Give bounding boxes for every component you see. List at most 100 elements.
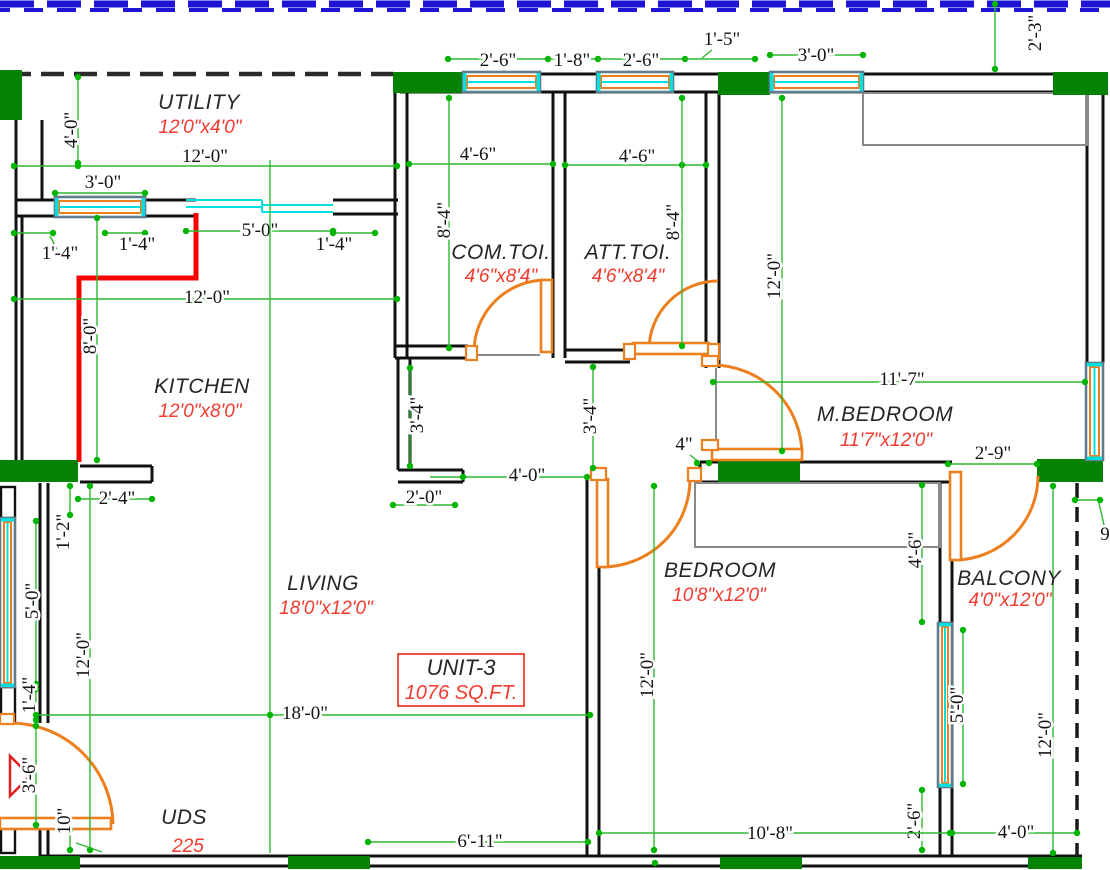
room-size: 12'0"x4'0" xyxy=(158,117,242,138)
dimension-text: 8'-4" xyxy=(663,204,684,241)
dimension: 12'-0" xyxy=(1033,482,1059,857)
dimension: 2'-0" xyxy=(389,485,459,511)
dimension: 8'-0" xyxy=(78,214,104,464)
room-name: KITCHEN xyxy=(154,375,250,398)
dimension: 12'-0" xyxy=(762,94,788,455)
dimension: 6'-11" xyxy=(364,829,592,855)
dimension: 1'-4" xyxy=(101,229,158,258)
com-toilet-door xyxy=(472,278,554,354)
dimension-text: 2'-4" xyxy=(99,488,136,509)
main-entrance-door xyxy=(0,721,115,831)
room-name: COM.TOI. xyxy=(451,241,550,264)
wardrobes xyxy=(694,92,1088,548)
column-blocks xyxy=(0,70,1108,869)
dimension-text: 4'-6" xyxy=(619,146,656,167)
dimension-text: 2'-0" xyxy=(406,487,443,508)
room-size: 225 xyxy=(171,836,204,857)
bedroom-balcony-window xyxy=(936,621,954,789)
dimension-text: 18'-0" xyxy=(282,703,328,724)
dimension-text: 1'-5" xyxy=(704,29,741,50)
door-jamb xyxy=(622,342,637,361)
room-size: 12'0"x8'0" xyxy=(158,401,242,422)
dimension: 1'-4" xyxy=(10,229,81,267)
dimension: 8'-4" xyxy=(661,94,687,350)
room-size: 18'0"x12'0" xyxy=(279,598,374,619)
dimension-text: 1'-2" xyxy=(53,514,74,551)
dimension: 1'-4" xyxy=(313,229,379,258)
dimension-text: 4'-0" xyxy=(998,822,1035,843)
unit-area: 1076 SQ.FT. xyxy=(405,682,518,704)
dimension: 5'-0" xyxy=(20,517,46,688)
unit-label-box: UNIT-3 1076 SQ.FT. xyxy=(397,653,525,707)
mbedroom-top-window xyxy=(768,70,865,94)
room-name: UTILITY xyxy=(158,91,241,114)
wall-column-block xyxy=(1037,459,1103,482)
room-size: 4'0"x12'0" xyxy=(968,590,1052,611)
bedroom-wardrobe xyxy=(694,482,941,548)
dimension: 1'-4" xyxy=(17,674,43,724)
room-name: UDS xyxy=(161,806,207,829)
wall-column-block xyxy=(1028,857,1082,869)
dimension-text: 5'-0" xyxy=(947,687,968,724)
door-jamb xyxy=(464,344,479,362)
room-label-utility: UTILITY 12'0"x4'0" xyxy=(158,91,243,138)
wall-column-block xyxy=(393,72,462,93)
dimension: 1'-2" xyxy=(51,482,77,553)
room-name: ATT.TOI. xyxy=(583,241,671,264)
dimension-text: 3'-4" xyxy=(580,398,601,435)
kitchen-window xyxy=(53,195,147,219)
dimension-text: 4'-0" xyxy=(61,112,82,149)
dimension: 12'-0" xyxy=(635,482,661,854)
dimension-text: 2'-6" xyxy=(480,50,517,71)
dimension-text: 1'-8" xyxy=(554,50,591,71)
dimension: 2'-3" xyxy=(991,0,1049,73)
dimension: 4'-0" xyxy=(948,820,1081,846)
room-name: BEDROOM xyxy=(664,559,776,582)
dimension-text: 2'-3" xyxy=(1025,15,1046,52)
utility-cyan-counter xyxy=(186,199,333,213)
door-jamb xyxy=(686,466,703,483)
dimension-text: 12'-0" xyxy=(182,146,228,167)
dimension-text: 11'-7" xyxy=(879,369,924,390)
dimension: 12'-0" xyxy=(10,285,401,311)
room-label-att_toilet: ATT.TOI.4'6"x8'4" xyxy=(583,241,671,287)
door-jamb xyxy=(700,438,720,452)
wall-column-block xyxy=(0,856,80,869)
dimension: 3'-0" xyxy=(51,170,149,197)
dimension-text: 1'-4" xyxy=(19,677,40,714)
entry-direction-arrow xyxy=(8,752,32,800)
wall-column-block xyxy=(0,460,78,482)
room-name: M.BEDROOM xyxy=(817,403,953,426)
dimension: 1'-8" xyxy=(548,48,602,74)
dimension: 3'-4" xyxy=(578,363,604,472)
dimension-text: 1'-4" xyxy=(42,243,79,264)
dimension-text: 4" xyxy=(675,434,692,455)
dimension-text: 3'-0" xyxy=(798,45,835,66)
dimension: 10" xyxy=(52,805,103,854)
dimension: 11'-7" xyxy=(709,367,1089,393)
left-skin-upper xyxy=(0,485,17,520)
room-label-com_toilet: COM.TOI.4'6"x8'4" xyxy=(451,241,550,287)
dimension-text: 1'-4" xyxy=(119,234,156,255)
unit-box-border xyxy=(397,653,525,707)
dimension: 9 xyxy=(1071,496,1110,548)
dimension: 4'-6" xyxy=(903,481,929,626)
dimension: 2'-9" xyxy=(944,441,1041,468)
dimension xyxy=(266,160,274,853)
windows xyxy=(0,70,1105,789)
dimension: 10'-8" xyxy=(595,821,954,867)
living-left-window xyxy=(0,516,17,689)
dimension-text: 12'-0" xyxy=(1035,712,1056,758)
att-toilet-window xyxy=(595,70,675,94)
dimension-text: 4'-6" xyxy=(460,144,497,165)
dimension: 5'-0" xyxy=(945,626,971,788)
dimension-text: 5'-0" xyxy=(242,220,279,241)
room-labels: UTILITY 12'0"x4'0" KITCHEN 12'0"x8'0" COM.TO… xyxy=(154,91,1062,857)
dimension-text: 10'-8" xyxy=(747,823,793,844)
door-jamb xyxy=(0,712,16,726)
m-bedroom-door xyxy=(710,363,804,462)
